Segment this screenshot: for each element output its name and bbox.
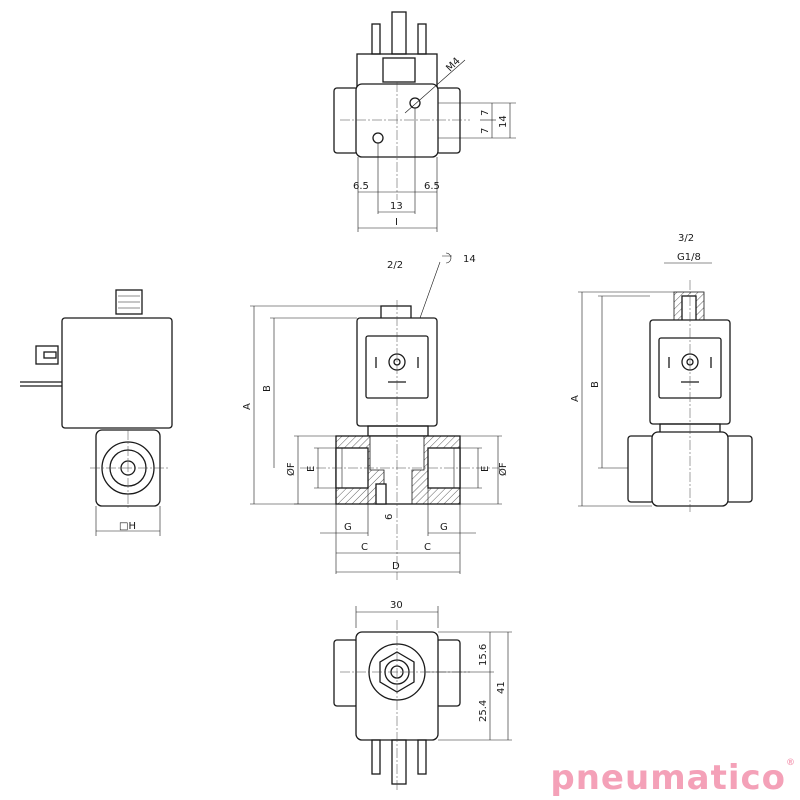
dim-7-lower: 7 (480, 128, 491, 134)
dim-C-left: C (361, 542, 368, 553)
bottom-left-tab (371, 739, 381, 775)
dim-B-right: B (590, 381, 601, 388)
dim-15-6: 15.6 (478, 644, 489, 666)
top-center-connector-tab (391, 11, 407, 55)
dim-D: D (392, 561, 400, 572)
dim-E-right: E (480, 466, 491, 472)
wrench-size-14: 14 (463, 254, 476, 265)
brand-logo-text: pneumatico (550, 758, 786, 798)
dim-F-left: ØF (285, 462, 297, 476)
port-g1-8: G1/8 (677, 252, 701, 263)
top-connector-window (382, 57, 416, 83)
top-right-connector-tab (417, 23, 427, 55)
dim-6-5-left: 6.5 (353, 181, 369, 192)
function-2-2: 2/2 (387, 260, 403, 271)
wrench-symbol (442, 252, 452, 264)
top-connector-housing (356, 53, 438, 87)
side-view: □H (20, 289, 173, 536)
dim-25-4: 25.4 (478, 700, 489, 722)
right-view: 3/2 G1/8 A B (570, 233, 753, 512)
dim-6-front: 6 (384, 514, 395, 520)
dim-E-left: E (306, 466, 317, 472)
function-3-2: 3/2 (678, 233, 694, 244)
bottom-center-tab (391, 739, 407, 785)
dim-F-right: ØF (497, 462, 509, 476)
dim-G-right: G (440, 522, 448, 533)
bottom-body-right-port (435, 639, 461, 707)
bottom-body-left-port (333, 639, 359, 707)
dim-A-front: A (242, 403, 253, 410)
dim-6-5-right: 6.5 (424, 181, 440, 192)
dim-C-right: C (424, 542, 431, 553)
top-view: M4 7 7 14 6.5 6.5 13 I (333, 11, 516, 232)
right-body-right-port (725, 435, 753, 503)
brand-logo: pneumatico® (550, 758, 796, 798)
registered-mark: ® (786, 758, 796, 768)
dim-width: I (395, 217, 398, 228)
dim-7-upper: 7 (480, 110, 491, 116)
right-body-left-port (627, 435, 655, 503)
side-coil (61, 317, 173, 429)
side-terminal-tab (43, 351, 57, 359)
bottom-view: 30 15.6 41 25.4 (333, 600, 512, 790)
dim-B-front: B (262, 385, 273, 392)
side-cable-gland (115, 289, 143, 315)
top-left-connector-tab (371, 23, 381, 55)
dim-41: 41 (496, 681, 507, 694)
dim-square-h: □H (119, 521, 136, 532)
top-body-left-port (333, 87, 359, 154)
dim-G-left: G (344, 522, 352, 533)
front-armature-tube (367, 425, 429, 437)
front-view: 2/2 14 A B ØF E (242, 252, 509, 580)
dim-14: 14 (498, 115, 509, 128)
thread-label: M4 (444, 56, 462, 74)
side-spade-terminal (35, 345, 59, 365)
bottom-right-tab (417, 739, 427, 775)
dim-30: 30 (390, 600, 403, 611)
dim-13: 13 (390, 201, 403, 212)
side-wire (20, 381, 62, 387)
dim-A-right: A (570, 395, 581, 402)
top-body-right-port (435, 87, 461, 154)
